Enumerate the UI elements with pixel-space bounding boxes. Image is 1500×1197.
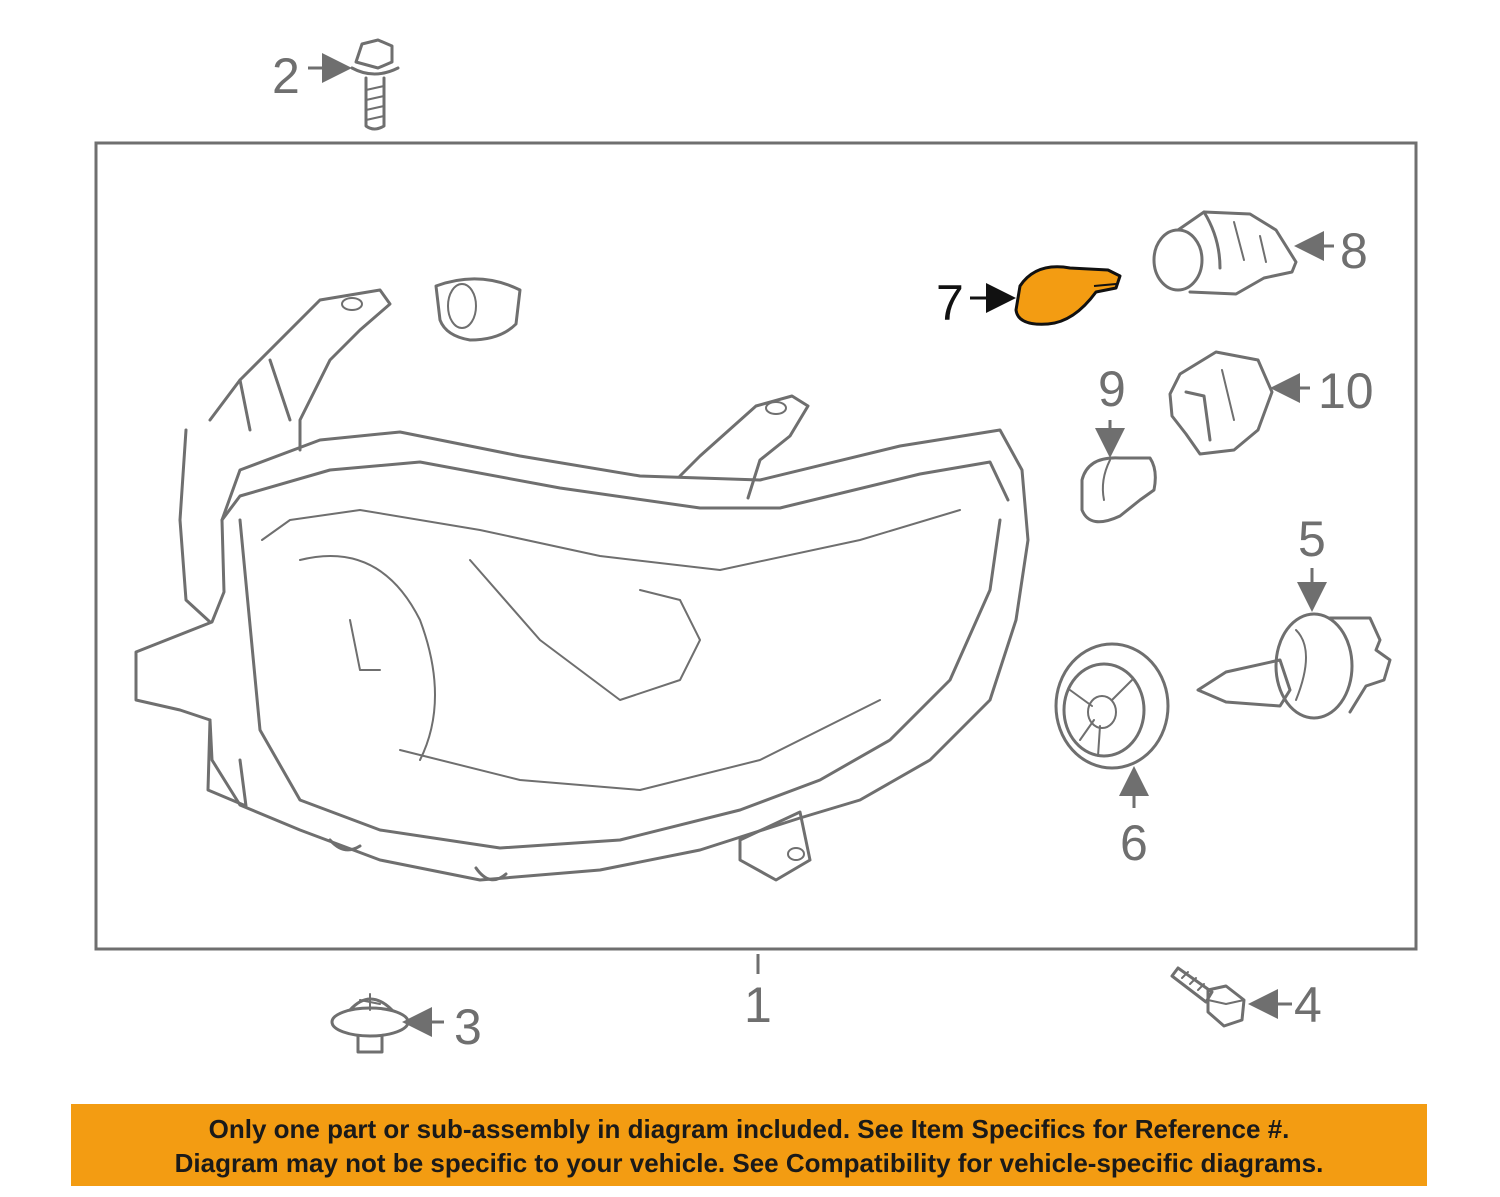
callout-8: 8 [1340,223,1368,279]
part-8-socket [1152,210,1298,296]
part-7-bulb-highlighted [1014,265,1122,326]
part-10-socket [1168,350,1274,456]
part-4-screw [1170,966,1246,1028]
notice-line-2: Diagram may not be specific to your vehi… [174,1148,1324,1178]
callout-1: 1 [744,977,772,1033]
callout-7: 7 [936,275,964,331]
callout-5: 5 [1298,511,1326,567]
callout-10: 10 [1318,363,1374,419]
notice-line-1: Only one part or sub-assembly in diagram… [208,1114,1290,1144]
part-2-bolt [350,38,400,131]
callout-2: 2 [272,48,300,104]
notice-banner: Only one part or sub-assembly in diagram… [71,1104,1427,1186]
part-5-bulb [1196,612,1392,720]
part-1-headlamp-assembly [134,277,1030,882]
part-6-socket [1054,642,1170,770]
part-3-clip [330,993,410,1054]
callout-3: 3 [454,999,482,1055]
callout-6: 6 [1120,815,1148,871]
assembly-frame [94,141,1418,951]
callout-4: 4 [1294,977,1322,1033]
part-9-wedge-bulb [1080,456,1157,524]
callout-9: 9 [1098,361,1126,417]
